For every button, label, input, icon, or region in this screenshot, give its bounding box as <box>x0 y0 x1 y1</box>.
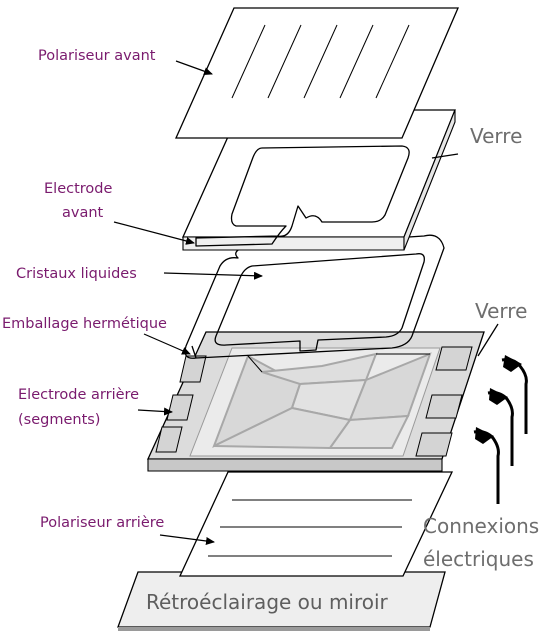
label-verre-top: Verre <box>470 124 522 148</box>
label-retroeclairage: Rétroéclairage ou miroir <box>146 590 389 614</box>
polariseur-avant-arrow <box>175 60 213 76</box>
label-connexions-2: électriques <box>423 547 534 571</box>
emballage-arrow <box>143 333 191 355</box>
label-polariseur-arriere: Polariseur arrière <box>40 515 164 531</box>
front-polarizer <box>174 7 459 139</box>
electrical-connectors <box>473 355 528 504</box>
label-polariseur-avant: Polariseur avant <box>38 48 156 64</box>
electrode-arriere-arrow <box>137 407 173 416</box>
electrode-avant-arrow <box>113 221 195 245</box>
rear-polarizer <box>178 471 454 577</box>
label-electrode-arriere-2: (segments) <box>18 412 100 428</box>
polariseur-arriere-arrow <box>159 534 215 545</box>
label-connexions-1: Connexions <box>423 514 539 538</box>
label-electrode-avant-2: avant <box>62 205 104 221</box>
front-glass <box>181 109 456 251</box>
label-electrode-avant-1: Electrode <box>44 181 112 197</box>
cristaux-liquides-arrow <box>163 271 263 280</box>
connector-pin-1 <box>501 355 528 434</box>
label-emballage-hermetique: Emballage hermétique <box>2 316 167 332</box>
label-electrode-arriere-1: Electrode arrière <box>18 387 139 403</box>
label-cristaux-liquides: Cristaux liquides <box>16 266 137 282</box>
label-verre-bottom: Verre <box>475 299 527 323</box>
verre-top-leader <box>431 153 459 159</box>
backlight-panel <box>117 571 446 631</box>
rear-glass <box>146 331 485 472</box>
connector-pin-3 <box>473 427 500 504</box>
connector-pin-2 <box>487 388 514 466</box>
verre-bottom-leader <box>477 323 499 357</box>
